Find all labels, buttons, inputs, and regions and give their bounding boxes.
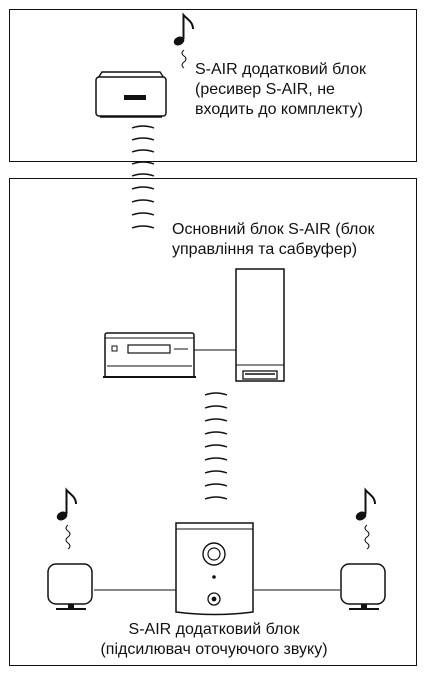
wireless-signal-icon xyxy=(132,126,154,228)
control-unit-icon xyxy=(103,333,196,377)
wireless-signal-icon xyxy=(205,393,227,499)
surround-amplifier-icon xyxy=(176,523,253,615)
receiver-label-line-1: S-AIR додатковий блок xyxy=(195,60,366,80)
main-unit-label-line-2: управління та сабвуфер) xyxy=(172,240,374,260)
receiver-label: S-AIR додатковий блок (ресивер S-AIR, не… xyxy=(195,60,366,120)
surround-amplifier-label: S-AIR додатковий блок (підсилювач оточую… xyxy=(0,620,428,660)
speaker-icon xyxy=(341,490,385,609)
receiver-label-line-2: (ресивер S-AIR, не xyxy=(195,80,366,100)
surround-label-line-1: S-AIR додатковий блок xyxy=(0,620,428,640)
main-unit-label: Основний блок S-AIR (блок управління та … xyxy=(172,220,374,260)
music-note-icon xyxy=(172,15,193,68)
surround-label-line-2: (підсилювач оточуючого звуку) xyxy=(0,640,428,660)
receiver-label-line-3: входить до комплекту) xyxy=(195,100,366,120)
s-air-receiver-icon xyxy=(96,72,166,117)
speaker-icon xyxy=(48,490,92,609)
main-unit-label-line-1: Основний блок S-AIR (блок xyxy=(172,220,374,240)
subwoofer-icon xyxy=(236,269,284,381)
